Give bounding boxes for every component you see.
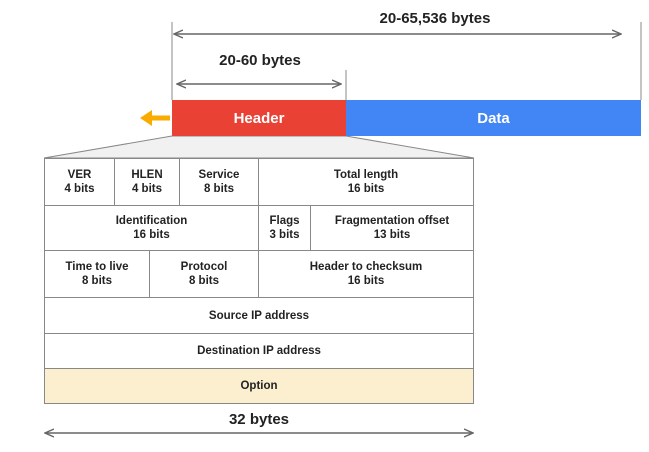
expansion-shape [43, 135, 475, 159]
field-source-ip: Source IP address [44, 297, 474, 334]
data-label: Data [477, 109, 510, 127]
field-destination-ip: Destination IP address [44, 333, 474, 369]
field-protocol: Protocol 8 bits [149, 250, 259, 298]
field-flags: Flags 3 bits [258, 205, 311, 251]
width-label: 32 bytes [228, 411, 290, 428]
field-total-length: Total length 16 bits [258, 158, 474, 206]
header-label: Header [233, 109, 285, 127]
total-size-label: 20-65,536 bytes [379, 10, 491, 27]
field-fragmentation-offset: Fragmentation offset 13 bits [310, 205, 474, 251]
field-ver: VER 4 bits [44, 158, 115, 206]
header-bar: Header [172, 100, 346, 136]
data-bar: Data [346, 100, 641, 136]
field-hlen: HLEN 4 bits [114, 158, 180, 206]
field-service: Service 8 bits [179, 158, 259, 206]
left-arrow-icon [140, 110, 152, 126]
field-time-to-live: Time to live 8 bits [44, 250, 150, 298]
header-size-label: 20-60 bytes [219, 52, 301, 69]
field-identification: Identification 16 bits [44, 205, 259, 251]
field-header-checksum: Header to checksum 16 bits [258, 250, 474, 298]
field-option: Option [44, 368, 474, 404]
